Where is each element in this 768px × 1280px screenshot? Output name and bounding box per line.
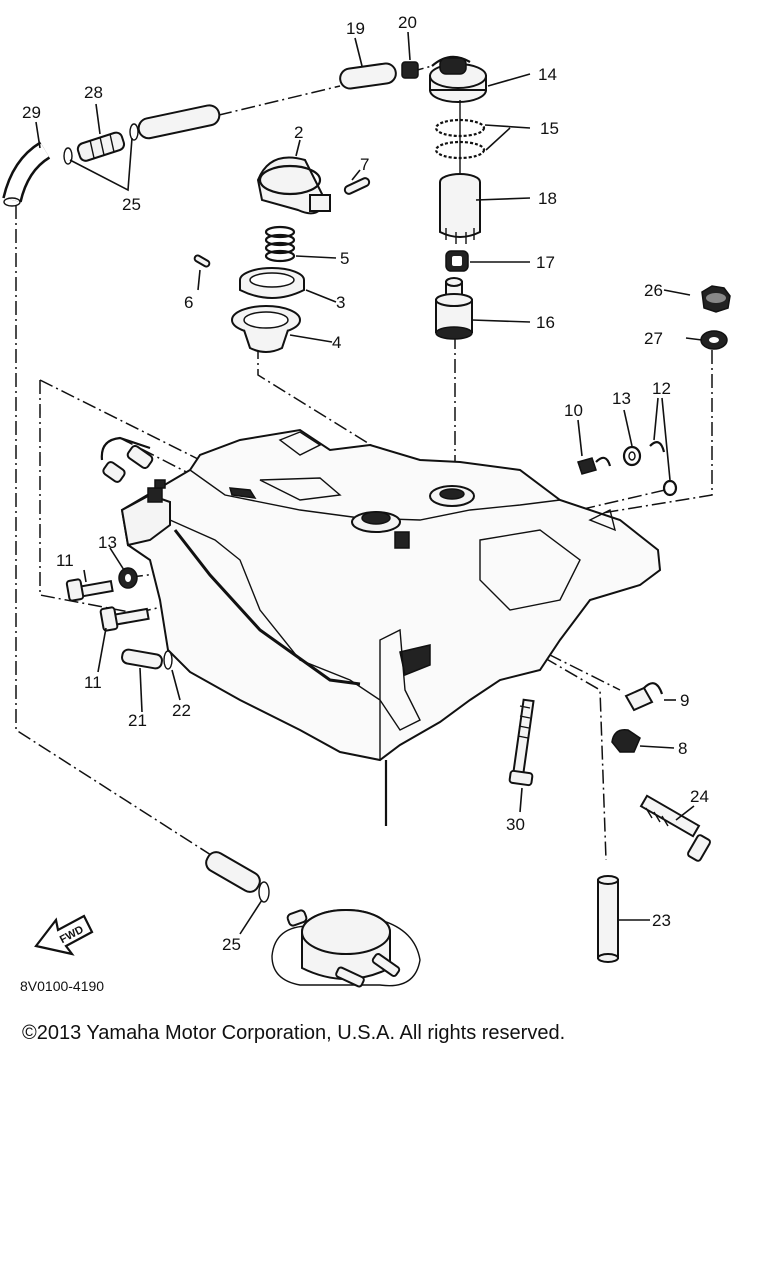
- leader-lines: [35, 31, 703, 935]
- fwd-arrow-icon: FWD: [34, 914, 94, 956]
- part-18-strainer: [439, 173, 481, 244]
- part-29-hose: [2, 141, 51, 207]
- label-8: 8: [678, 739, 687, 758]
- copyright-text: ©2013 Yamaha Motor Corporation, U.S.A. A…: [22, 1022, 566, 1044]
- part-5-spring: [264, 225, 296, 263]
- label-7: 7: [360, 155, 369, 174]
- label-4: 4: [332, 333, 341, 352]
- label-18: 18: [538, 189, 557, 208]
- part-labels: 19 20 14 15 18 17 16 2 7 5 6 3 4 28 29 2…: [22, 13, 709, 954]
- part-26-nut: [701, 285, 731, 313]
- label-26: 26: [644, 281, 663, 300]
- diagram-code: 8V0100-4190: [20, 978, 104, 994]
- part-10-clip: [577, 456, 612, 475]
- part-16-fitting: [435, 277, 473, 340]
- pump-unit: [271, 909, 421, 988]
- label-3: 3: [336, 293, 345, 312]
- part-23-pipe: [597, 875, 619, 963]
- part-30-bolt: [508, 698, 535, 787]
- part-25-clip-lower: [258, 881, 270, 903]
- label-11-lower: 11: [84, 673, 102, 692]
- label-10: 10: [564, 401, 583, 420]
- part-7-pin: [343, 177, 371, 195]
- upper-hose: [137, 104, 221, 140]
- part-12-clips: [649, 441, 678, 497]
- label-29: 29: [22, 103, 41, 122]
- label-28: 28: [84, 83, 103, 102]
- breather-hoses: [100, 436, 154, 483]
- label-13-left: 13: [98, 533, 117, 552]
- label-11-upper: 11: [56, 551, 74, 570]
- part-9-fitting: [624, 682, 664, 712]
- part-19-hose: [339, 62, 397, 90]
- label-25-upper: 25: [122, 195, 141, 214]
- part-20-clip: [401, 61, 419, 79]
- label-13-right: 13: [612, 389, 631, 408]
- label-15: 15: [540, 119, 559, 138]
- label-25-lower: 25: [222, 935, 241, 954]
- part-2-band: [256, 156, 331, 215]
- part-15-washers: [434, 100, 486, 175]
- part-3-ring: [239, 267, 305, 299]
- label-24: 24: [690, 787, 709, 806]
- label-16: 16: [536, 313, 555, 332]
- label-30: 30: [506, 815, 525, 834]
- label-27: 27: [644, 329, 663, 348]
- label-17: 17: [536, 253, 555, 272]
- label-21: 21: [128, 711, 147, 730]
- part-17-grommet: [445, 250, 469, 272]
- lower-hose: [205, 851, 261, 893]
- part-11-bolt-lower: [99, 606, 150, 632]
- label-19: 19: [346, 19, 365, 38]
- label-6: 6: [184, 293, 193, 312]
- part-11-bolt-upper: [65, 578, 114, 602]
- label-5: 5: [340, 249, 349, 268]
- parts-diagram: FWD 19 20: [2, 13, 731, 994]
- label-20: 20: [398, 13, 417, 32]
- part-8-cap: [611, 729, 641, 753]
- label-9: 9: [680, 691, 689, 710]
- part-13-washer-right: [622, 445, 642, 467]
- part-27-washer: [700, 330, 728, 350]
- label-12: 12: [652, 379, 671, 398]
- part-4-neck: [231, 305, 301, 353]
- label-23: 23: [652, 911, 671, 930]
- part-22-clip: [163, 650, 173, 670]
- part-21-hose: [121, 648, 163, 670]
- label-2: 2: [294, 123, 303, 142]
- part-14-cock: [429, 55, 487, 103]
- part-6-pin: [193, 254, 211, 268]
- part-28-joint: [63, 123, 139, 165]
- label-22: 22: [172, 701, 191, 720]
- label-14: 14: [538, 65, 557, 84]
- fuel-tank: [120, 428, 662, 826]
- part-13-washer-left: [118, 567, 138, 589]
- part-24-bolt: [639, 794, 711, 862]
